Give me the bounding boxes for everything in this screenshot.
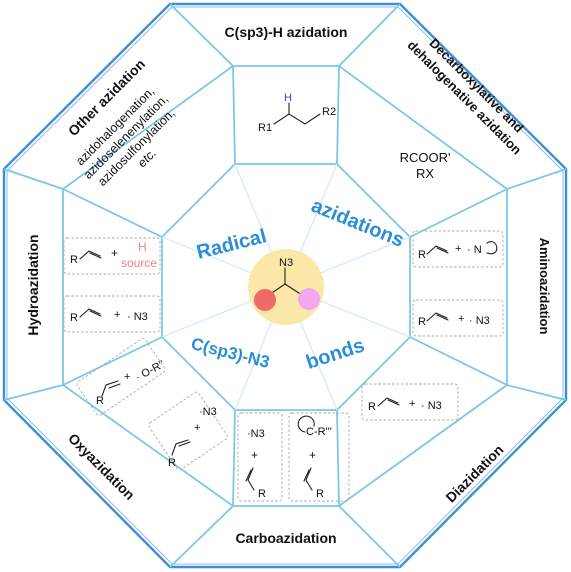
h-atom-label: H (284, 92, 292, 104)
carbo2-cr: C-R''' (306, 426, 332, 438)
carbo2-plus: + (309, 448, 316, 462)
carbo-ring-icon (297, 415, 315, 433)
oxy-reagent-2: ·N3 + R (168, 406, 217, 469)
hydro-reagent-2: R + · N3 (70, 308, 148, 324)
rcoor-text: RCOOR' (400, 150, 451, 165)
amino2-n3: · N3 (469, 315, 490, 327)
carbo-box-2 (288, 412, 350, 502)
r2-label: R2 (322, 106, 336, 118)
label-aminoazidation: Aminoazidation (537, 238, 552, 335)
r1-label: R1 (258, 122, 272, 134)
carbo1-n3: ·N3 (247, 428, 265, 440)
amino2-plus: + (458, 313, 464, 325)
rx-text: RX (416, 166, 434, 181)
h-source-word: source (121, 256, 157, 270)
carbo-box-1 (237, 412, 283, 502)
diaz-r: R (368, 401, 376, 413)
hydro-box-2 (63, 295, 161, 333)
hydro-reagent-1: R + H source (70, 240, 157, 270)
amino-box-2 (412, 299, 504, 337)
carbo-reagent-1: ·N3 + R (245, 428, 266, 500)
label-hydroazidation: Hydroazidation (25, 234, 41, 335)
outer-spokes (3, 3, 567, 568)
hydro2-n3: · N3 (127, 311, 148, 323)
hydro1-r: R (70, 254, 78, 266)
oxy2-r: R (168, 457, 176, 469)
carbo1-r: R (258, 488, 266, 500)
h-source-h: H (138, 240, 147, 254)
hydro-box-1 (63, 237, 161, 275)
label-csp3-h-azidation: C(sp3)-H azidation (225, 24, 348, 40)
inner-spokes (62, 65, 508, 507)
diazidation-box (361, 383, 459, 421)
oxy2-plus: + (194, 422, 200, 434)
hydro2-plus: + (114, 309, 120, 321)
csp3-h-molecule: H R1 R2 (258, 92, 336, 134)
label-carboazidation: Carboazidation (235, 530, 336, 546)
oxy1-plus: + (124, 371, 130, 383)
amino-reagent-2: R + · N3 (418, 312, 490, 328)
oxy-box-1 (76, 338, 166, 416)
amino1-plus: + (455, 243, 461, 255)
amino1-n: · N (467, 244, 482, 256)
center-pink-dot (298, 288, 320, 310)
oxy1-r: R (96, 395, 104, 407)
amino-ring-icon (486, 241, 498, 255)
carbo-reagent-2: C-R''' + R (297, 415, 332, 500)
diazidation-reagent: R + · N3 (368, 397, 442, 413)
carbo2-r: R (316, 488, 324, 500)
hydro2-r: R (70, 312, 78, 324)
amino2-r: R (418, 316, 426, 328)
amino-reagent-1: R + · N (418, 241, 498, 261)
amino-box-1 (412, 230, 504, 268)
center-n3-label: N3 (279, 257, 293, 269)
diaz-n3: · N3 (421, 400, 442, 412)
center-red-dot (254, 289, 276, 311)
diaz-plus: + (409, 398, 415, 410)
oxy2-n3: ·N3 (199, 406, 217, 418)
oxy-box-2 (148, 391, 228, 471)
hydro1-plus: + (111, 246, 118, 260)
carbo1-plus: + (251, 448, 258, 462)
amino1-r: R (418, 249, 426, 261)
